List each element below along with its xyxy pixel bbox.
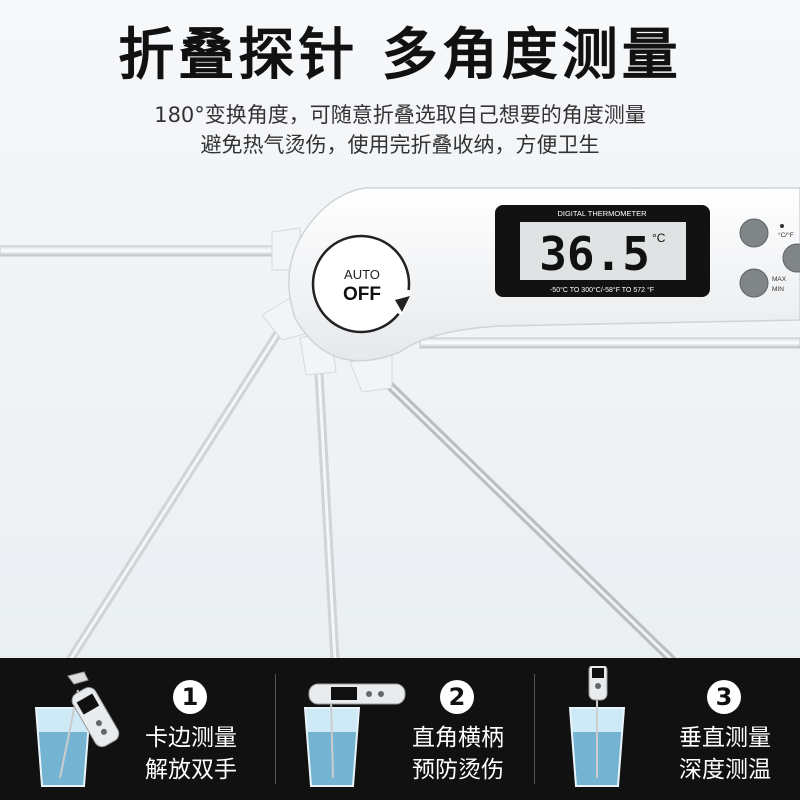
usage-step-1: 1 卡边测量 解放双手 [0, 658, 266, 800]
temperature-reading: 36.5 [539, 227, 650, 281]
cup-clip-icon [34, 671, 120, 787]
step-number-badge: 1 [173, 680, 207, 714]
hold-button[interactable] [782, 243, 800, 273]
step-description: 直角横柄 预防烫伤 [397, 722, 519, 786]
page-title: 折叠探针 多角度测量 [118, 23, 682, 88]
lcd-header: DIGITAL THERMOMETER [557, 209, 647, 218]
step-number-badge: 2 [440, 680, 474, 714]
subtitle-line-2: 避免热气烫伤，使用完折叠收纳，方便卫生 [200, 133, 600, 157]
unit-toggle-button[interactable] [739, 218, 769, 248]
step-line-2: 解放双手 [145, 757, 237, 783]
usage-step-2: 2 直角横柄 预防烫伤 [267, 658, 533, 800]
cup-vertical-icon [568, 666, 626, 787]
thermometer-illustration: AUTO OFF DIGITAL THERMOMETER 36.5 °C -50… [0, 187, 800, 660]
step-description: 垂直测量 深度测温 [664, 722, 786, 786]
step-divider [275, 674, 276, 784]
auto-label: AUTO [344, 267, 380, 282]
step-line-1: 直角横柄 [412, 725, 504, 751]
step-line-1: 垂直测量 [679, 725, 771, 751]
step-divider [534, 674, 535, 784]
usage-modes-panel: 1 卡边测量 解放双手 2 直角横柄 预防烫伤 [0, 658, 800, 800]
step-line-2: 预防烫伤 [412, 757, 504, 783]
unit-toggle-label: °C/°F [778, 231, 794, 239]
step-line-1: 卡边测量 [145, 725, 237, 751]
step-line-2: 深度测温 [679, 757, 771, 783]
lcd-range: -50°C TO 300°C/-58°F TO 572 °F [550, 286, 654, 294]
probe-horizontal-right [419, 337, 800, 349]
min-label: MIN [772, 286, 784, 293]
cup-horizontal-handle-icon [303, 683, 406, 787]
page-subtitle: 180°变换角度，可随意折叠选取自己想要的角度测量 避免热气烫伤，使用完折叠收纳… [0, 100, 800, 160]
temperature-unit: °C [652, 231, 666, 245]
max-label: MAX [772, 276, 787, 283]
max-min-button[interactable] [739, 268, 769, 298]
probe-horizontal-left [0, 245, 281, 257]
lcd-display: DIGITAL THERMOMETER 36.5 °C -50°C TO 300… [495, 205, 710, 297]
step-description: 卡边测量 解放双手 [130, 722, 252, 786]
light-bulb-icon [780, 224, 784, 228]
usage-step-3: 3 垂直测量 深度测温 [534, 658, 800, 800]
subtitle-line-1: 180°变换角度，可随意折叠选取自己想要的角度测量 [154, 103, 646, 127]
off-label: OFF [343, 284, 381, 305]
step-number-badge: 3 [707, 680, 741, 714]
auto-off-button[interactable]: AUTO OFF [311, 234, 411, 334]
